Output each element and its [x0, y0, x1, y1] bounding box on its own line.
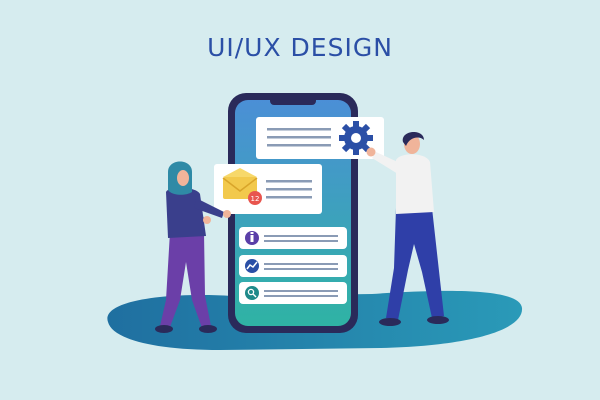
email-card[interactable]: 12 — [214, 164, 322, 214]
gear-icon — [339, 121, 373, 155]
list-item-analytics[interactable] — [239, 255, 347, 277]
list-item-info[interactable] — [239, 227, 347, 249]
notification-badge — [248, 191, 262, 205]
man-figure — [366, 131, 449, 326]
notification-badge-count: 12 — [251, 195, 260, 203]
envelope-icon — [222, 168, 258, 199]
settings-card[interactable] — [256, 117, 384, 159]
search-icon — [245, 286, 259, 300]
page-title: UI/UX DESIGN — [207, 33, 393, 62]
list-item-search[interactable] — [239, 282, 347, 304]
woman-figure — [155, 161, 231, 333]
